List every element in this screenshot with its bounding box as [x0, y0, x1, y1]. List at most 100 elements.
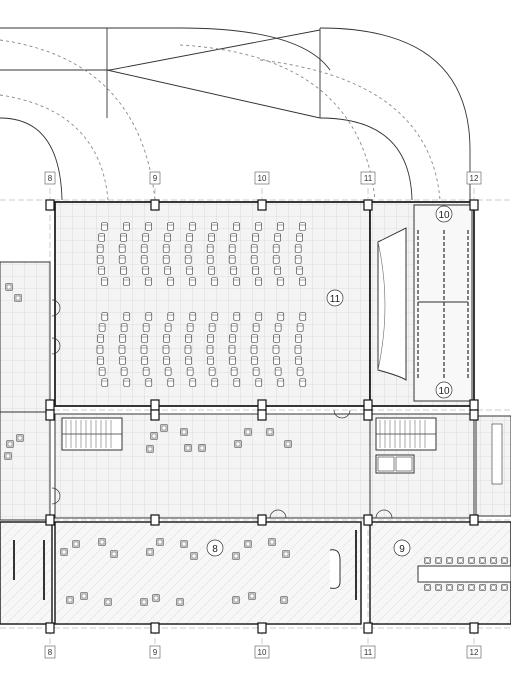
auditorium-seat — [211, 277, 218, 286]
auditorium-seat — [185, 356, 192, 365]
auditorium-seat — [186, 233, 193, 242]
column — [150, 409, 160, 421]
auditorium-seat — [255, 378, 263, 387]
structural-columns — [45, 199, 479, 634]
auditorium-seat — [98, 266, 105, 275]
auditorium-seat — [97, 356, 104, 365]
auditorium-seat — [140, 345, 148, 354]
auditorium-seat — [118, 244, 126, 253]
auditorium-seat — [186, 266, 193, 275]
auditorium-seat — [96, 244, 104, 253]
stairs-right — [375, 417, 437, 451]
auditorium-seat — [233, 222, 240, 231]
auditorium-seat — [162, 345, 170, 354]
auditorium-seat — [186, 367, 194, 376]
axis-tag-11-top: 11 — [364, 174, 373, 183]
auditorium-seat — [142, 323, 150, 332]
auditorium-seat — [145, 222, 152, 231]
auditorium-seat — [294, 244, 302, 253]
room-label-projection-top: 10 — [438, 210, 450, 221]
auditorium-seat — [164, 233, 171, 242]
auditorium-seat — [162, 244, 170, 253]
auditorium-seat — [189, 378, 197, 387]
auditorium-seat — [206, 345, 214, 354]
lift-block — [375, 454, 415, 474]
auditorium-seat — [142, 266, 149, 275]
auditorium-seat — [273, 356, 280, 365]
column — [257, 622, 267, 634]
column — [469, 399, 479, 411]
classroom-left — [0, 521, 53, 625]
auditorium-seat — [120, 233, 127, 242]
auditorium-seat — [229, 334, 236, 343]
column — [257, 409, 267, 421]
auditorium-seat — [251, 334, 258, 343]
column — [257, 514, 267, 526]
auditorium-seat — [164, 323, 172, 332]
auditorium-seat — [142, 233, 149, 242]
column — [45, 199, 55, 211]
auditorium-seat — [118, 345, 126, 354]
auditorium-seat — [274, 323, 282, 332]
meeting-chair — [479, 584, 486, 591]
auditorium-seat — [252, 266, 259, 275]
classroom-9 — [369, 521, 511, 625]
auditorium-seat — [272, 255, 280, 264]
auditorium-seat — [167, 277, 174, 286]
column — [45, 622, 55, 634]
auditorium-seat — [233, 277, 240, 286]
meeting-chair — [424, 557, 431, 564]
column — [45, 399, 55, 411]
auditorium-seat — [250, 255, 258, 264]
auditorium-seat — [185, 334, 192, 343]
meeting-chair — [446, 557, 453, 564]
auditorium-seat — [230, 233, 237, 242]
left-room — [0, 261, 51, 521]
middle-row — [54, 413, 511, 519]
auditorium-seat — [255, 277, 262, 286]
auditorium-seat — [98, 367, 106, 376]
column — [363, 199, 373, 211]
axis-tag-11-bottom: 11 — [364, 648, 373, 657]
auditorium-seat — [277, 378, 285, 387]
auditorium-seat — [189, 312, 197, 321]
room-number-11: 11 — [326, 289, 344, 307]
auditorium-seat — [140, 255, 148, 264]
meeting-chair — [435, 557, 442, 564]
auditorium-seat — [228, 244, 236, 253]
room-number-10-bottom: 10 — [435, 381, 453, 399]
room-label-classroom-center: 8 — [212, 544, 218, 555]
column — [469, 622, 479, 634]
column — [257, 199, 267, 211]
classroom-8 — [54, 521, 362, 625]
auditorium-room — [54, 201, 475, 407]
auditorium-seat — [295, 334, 302, 343]
axis-tags-bottom: 8 9 10 11 12 — [44, 645, 482, 659]
auditorium-seat — [208, 367, 216, 376]
auditorium-seat — [250, 244, 258, 253]
auditorium-seat — [97, 334, 104, 343]
meeting-chair — [424, 584, 431, 591]
auditorium-seat — [206, 255, 214, 264]
meeting-chair — [457, 557, 464, 564]
auditorium-seat — [162, 255, 170, 264]
auditorium-seat — [167, 222, 174, 231]
auditorium-seat — [101, 222, 108, 231]
doors — [51, 299, 393, 519]
auditorium-seat — [296, 323, 304, 332]
meeting-chair — [446, 584, 453, 591]
auditorium-seat — [140, 244, 148, 253]
column — [363, 514, 373, 526]
auditorium-seat — [295, 356, 302, 365]
auditorium-seat — [98, 233, 105, 242]
auditorium-seat — [274, 233, 281, 242]
auditorium-seat — [299, 312, 307, 321]
room-label-auditorium: 11 — [330, 294, 341, 305]
meeting-chair — [479, 557, 486, 564]
column — [257, 399, 267, 411]
auditorium-seat — [141, 334, 148, 343]
meeting-chair — [468, 557, 475, 564]
meeting-chair — [468, 584, 475, 591]
meeting-chair — [435, 584, 442, 591]
auditorium-seat — [163, 334, 170, 343]
